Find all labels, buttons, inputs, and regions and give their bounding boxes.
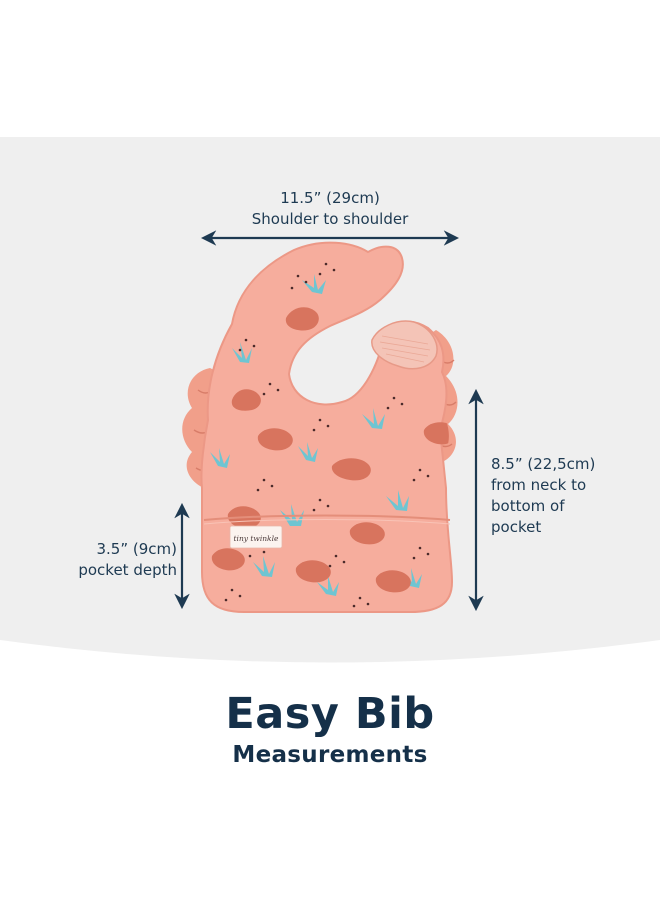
pocket-value: 3.5” (9cm) — [96, 540, 177, 558]
height-description-line-2: bottom of — [491, 497, 565, 515]
page-subtitle: Measurements — [232, 742, 428, 768]
title-block: Easy Bib Measurements — [0, 688, 660, 770]
pocket-measurement-label: 3.5” (9cm) pocket depth — [52, 539, 177, 581]
width-value: 11.5” (29cm) — [280, 189, 380, 207]
bib-image: tiny twinkle — [182, 241, 458, 613]
height-description-line-3: pocket — [491, 518, 542, 536]
page-title: Easy Bib — [225, 689, 435, 739]
height-measurement-label: 8.5” (22,5cm) from neck to bottom of poc… — [491, 454, 651, 538]
brand-tag-text: tiny twinkle — [234, 534, 279, 543]
velcro-tab — [371, 320, 438, 370]
height-value: 8.5” (22,5cm) — [491, 455, 596, 473]
pocket-seam — [203, 514, 451, 521]
pocket-description: pocket depth — [78, 561, 177, 579]
width-measurement-label: 11.5” (29cm) Shoulder to shoulder — [210, 188, 450, 230]
width-description: Shoulder to shoulder — [251, 210, 409, 228]
gray-arc-background — [0, 137, 660, 663]
brand-tag: tiny twinkle — [229, 525, 283, 549]
height-description-line-1: from neck to — [491, 476, 587, 494]
